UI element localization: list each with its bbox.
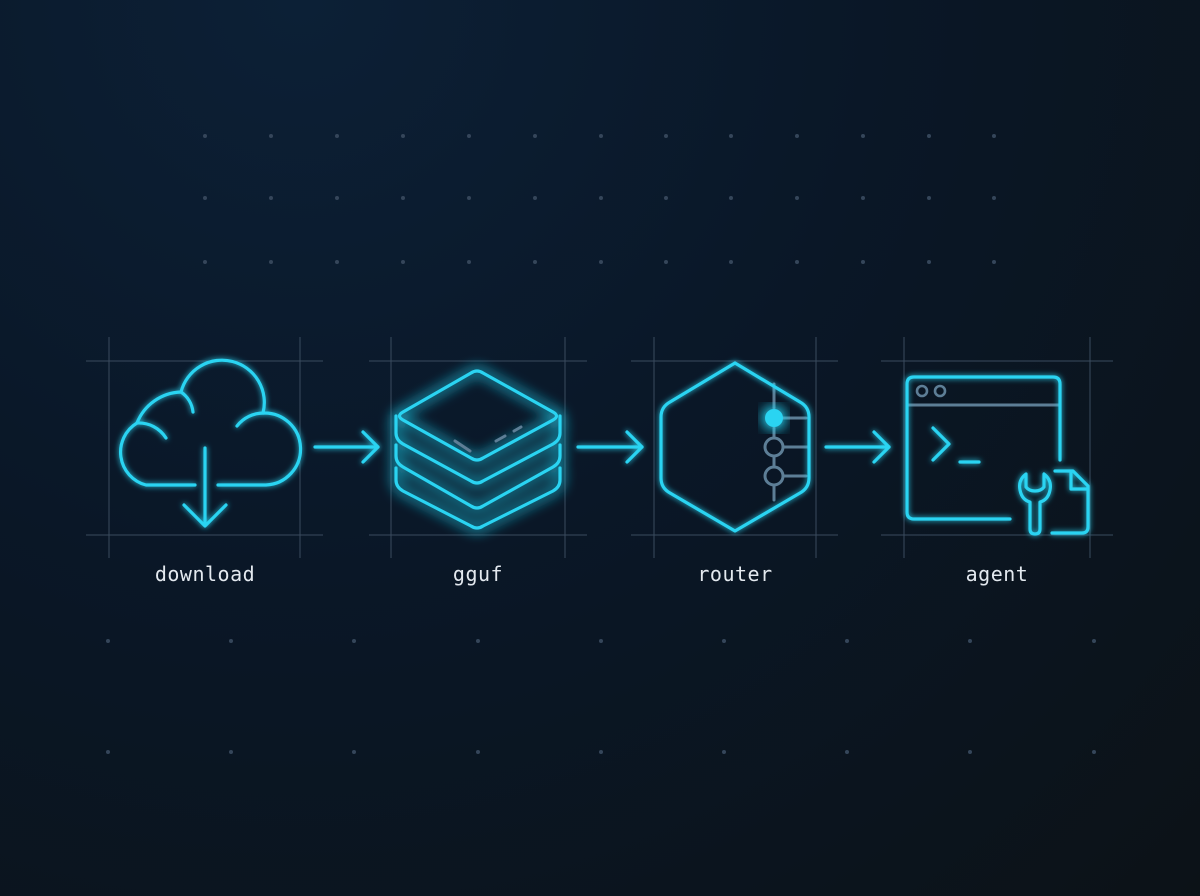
step-label-download: download [154, 562, 256, 586]
terminal-window-wrench-icon [905, 375, 1090, 536]
arrow-right-icon [824, 430, 891, 464]
dot-row-5 [106, 750, 1096, 754]
step-label-agent: agent [965, 562, 1029, 586]
hexagon-router-icon [659, 361, 811, 533]
background-dot-grid [106, 134, 1096, 754]
frame-router [631, 337, 838, 558]
step-label-gguf: gguf [452, 562, 504, 586]
frame-agent [881, 337, 1113, 558]
frame-gguf [369, 337, 587, 558]
cloud-download-icon [119, 358, 303, 528]
dot-row-1 [203, 134, 996, 138]
frame-guides [86, 337, 1113, 558]
dot-row-4 [106, 639, 1096, 643]
arrow-right-icon [313, 430, 380, 464]
arrow-right-icon [576, 430, 644, 464]
dot-row-3 [203, 260, 996, 264]
dot-row-2 [203, 196, 996, 200]
active-port-indicator [765, 409, 783, 427]
layers-stack-icon [394, 369, 562, 530]
step-label-router: router [697, 562, 773, 586]
